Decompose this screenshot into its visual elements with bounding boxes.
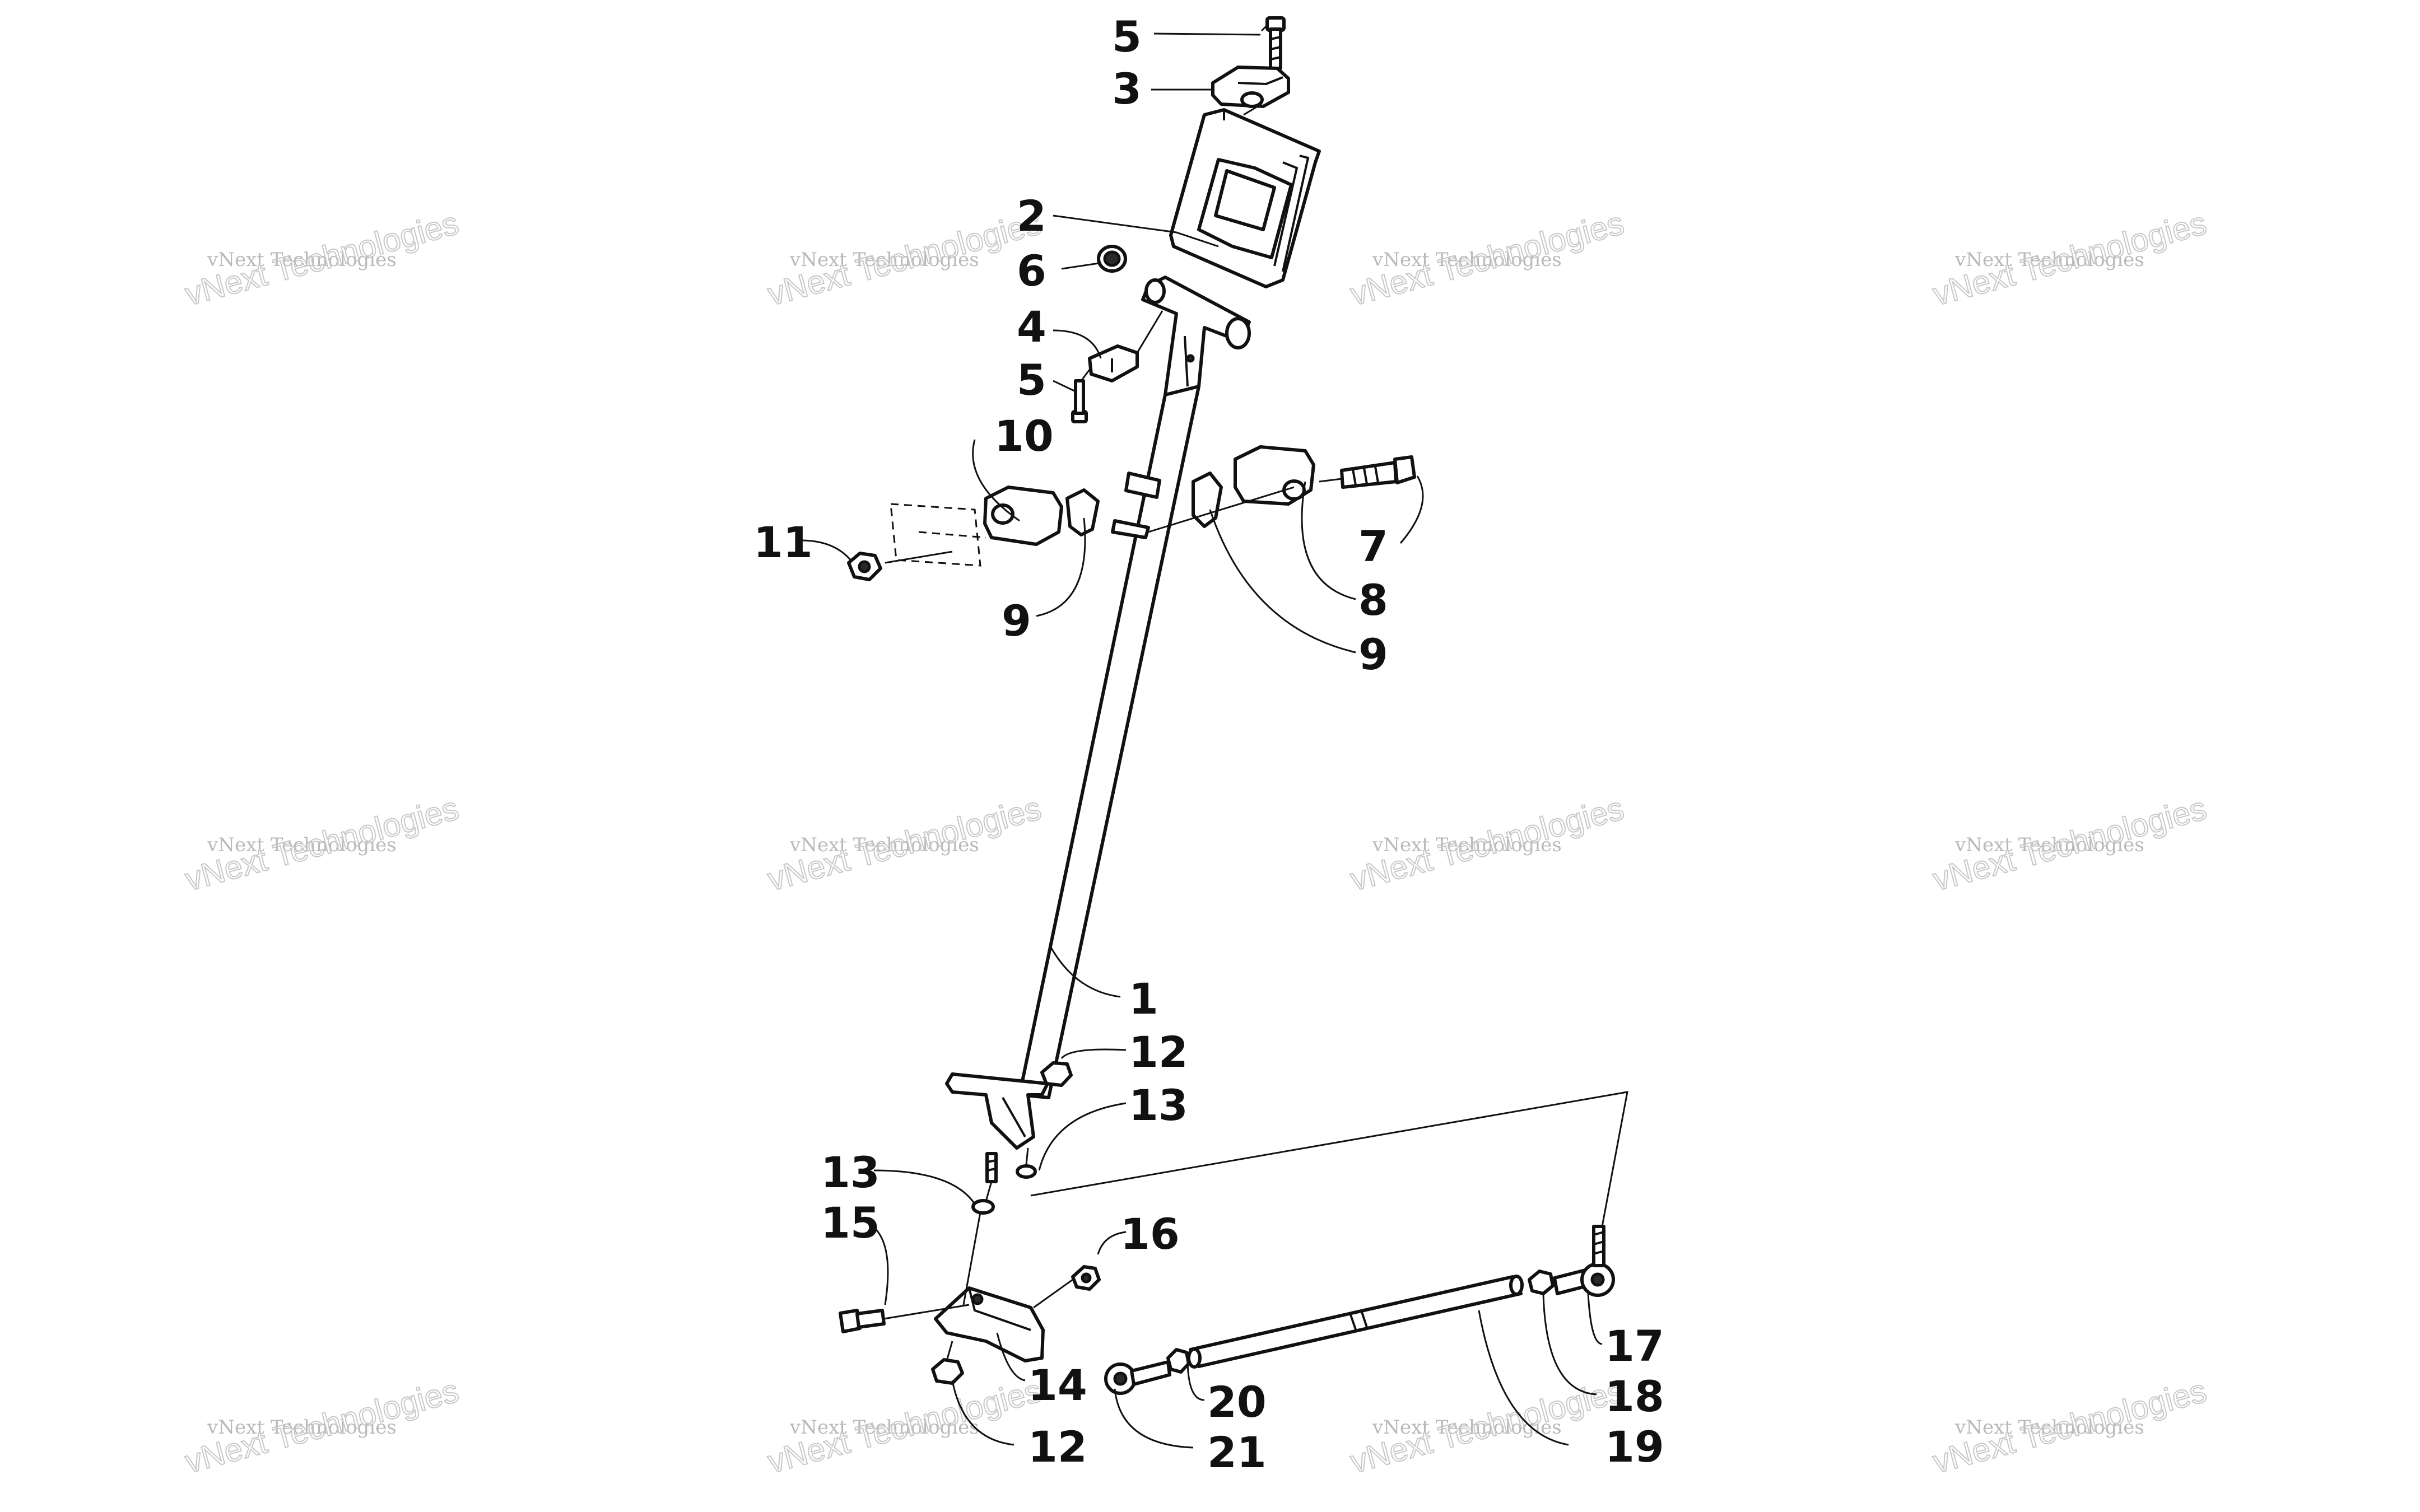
part-5-screw-lower <box>1071 379 1088 423</box>
callout-3: 3 <box>1112 64 1142 114</box>
part-8-clamp-right <box>1234 445 1315 506</box>
handlebar-ghost <box>890 503 986 567</box>
steering-post-head <box>1141 276 1251 405</box>
callout-5-top: 5 <box>1112 12 1142 62</box>
part-2-mount-block <box>1169 108 1321 288</box>
part-13-washer-left <box>971 1199 995 1215</box>
watermark-text: vNext Technologies <box>1372 1416 1562 1439</box>
watermark-text: vNext Technologies <box>207 249 397 271</box>
callout-16: 16 <box>1120 1209 1180 1259</box>
callout-6: 6 <box>1017 246 1046 296</box>
callout-4: 4 <box>1017 302 1046 352</box>
callout-18: 18 <box>1605 1371 1664 1421</box>
callout-12-lower: 12 <box>1028 1422 1087 1472</box>
part-15-bolt <box>839 1309 886 1333</box>
callout-11: 11 <box>753 517 813 567</box>
parts <box>839 16 1628 1395</box>
callout-19: 19 <box>1605 1422 1664 1472</box>
part-1-steering-post <box>1018 385 1200 1099</box>
leader-lines <box>801 32 1603 1449</box>
callout-20: 20 <box>1207 1377 1267 1427</box>
watermark-text: vNext Technologies <box>1372 834 1562 856</box>
callout-13-left: 13 <box>821 1147 880 1197</box>
part-5-screw-top <box>1265 16 1286 70</box>
callout-14: 14 <box>1028 1360 1087 1410</box>
part-21-tie-rod-end <box>1104 1360 1171 1395</box>
callout-13-right: 13 <box>1129 1080 1188 1130</box>
part-3-clamp-top <box>1211 66 1290 108</box>
watermark-text: vNext Technologies <box>1954 249 2144 271</box>
watermark-text: vNext Technologies <box>789 834 979 856</box>
part-18-jam-nut <box>1528 1270 1555 1295</box>
watermark-text: vNext Technologies <box>207 834 397 856</box>
part-11-nut <box>847 552 882 581</box>
part-13-washer-right <box>1016 1164 1037 1179</box>
assembly-lines <box>883 24 1628 1361</box>
callout-21: 21 <box>1207 1427 1267 1477</box>
callout-5-lower: 5 <box>1017 355 1046 405</box>
callout-12-upper: 12 <box>1129 1027 1188 1077</box>
part-10-clamp-left <box>983 486 1063 546</box>
watermark-text: vNext Technologies <box>1954 834 2144 856</box>
callout-7: 7 <box>1358 521 1388 571</box>
part-7-bolt <box>1340 455 1416 489</box>
callout-9-left: 9 <box>1002 596 1031 646</box>
callout-1: 1 <box>1129 974 1158 1024</box>
callout-15: 15 <box>821 1198 880 1248</box>
steering-post-bracket <box>945 1072 1049 1150</box>
bracket-stud <box>985 1152 998 1183</box>
part-6-plug <box>1097 245 1127 273</box>
part-14-bracket <box>934 1286 1045 1362</box>
part-9-bushing-left <box>1065 488 1100 536</box>
watermark-text: vNext Technologies <box>789 1416 979 1439</box>
part-12-nut-lower <box>931 1358 964 1385</box>
callout-9-right: 9 <box>1358 629 1388 679</box>
callout-8: 8 <box>1358 575 1388 625</box>
callout-10: 10 <box>994 411 1054 461</box>
callout-2: 2 <box>1017 191 1046 241</box>
part-4-clamp-lower <box>1088 344 1139 382</box>
part-16-nut <box>1071 1265 1101 1291</box>
callout-17: 17 <box>1605 1321 1664 1371</box>
watermark-text: vNext Technologies <box>789 249 979 271</box>
part-17-tie-rod-end <box>1553 1225 1615 1297</box>
part-12-nut-upper <box>1040 1061 1073 1087</box>
watermark-text: vNext Technologies <box>207 1416 397 1439</box>
part-19-tie-rod <box>1187 1275 1524 1369</box>
part-9-bushing-right <box>1192 472 1223 528</box>
callouts: 5 3 2 6 4 5 10 11 9 7 8 9 1 12 13 13 15 … <box>753 12 1664 1477</box>
watermark-text: vNext Technologies <box>1372 249 1562 271</box>
part-20-jam-nut <box>1166 1348 1190 1374</box>
watermark-text: vNext Technologies <box>1954 1416 2144 1439</box>
